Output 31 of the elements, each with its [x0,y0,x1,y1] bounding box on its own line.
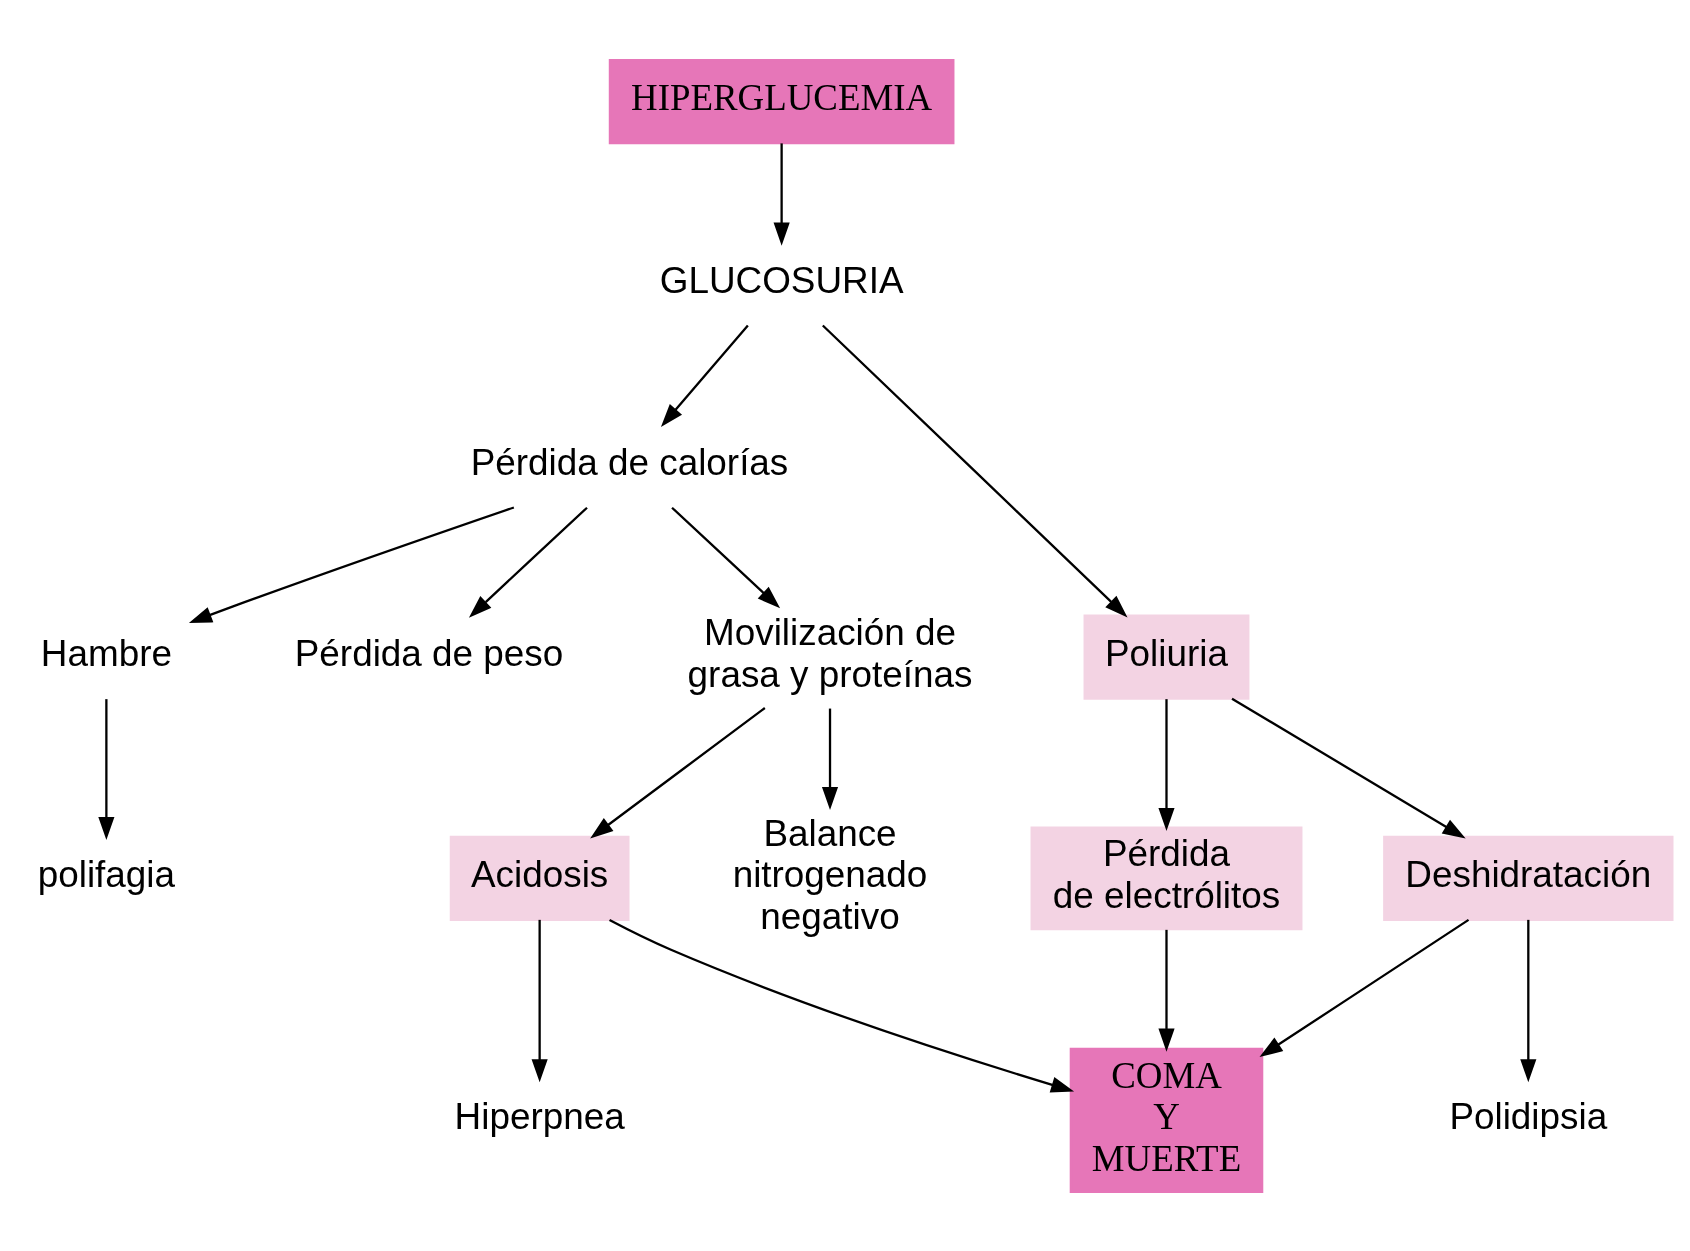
node-box: HIPERGLUCEMIA [608,58,955,144]
arrow [1259,918,1470,1057]
arrow [1231,697,1466,839]
arrow [1520,919,1537,1082]
arrow [188,505,515,623]
arrow [822,324,1128,617]
arrow [1158,929,1175,1052]
arrow [671,506,781,608]
node-box: Acidosis [449,835,630,921]
node-box: Poliuria [1083,614,1250,700]
node-box: Pérdida de electrólitos [1030,826,1303,930]
node-text: Movilización de grasa y proteínas [687,611,973,695]
node-text: Pérdida de calorías [470,441,789,483]
node-text: Hiperpnea [454,1095,625,1137]
node-text: Hambre [40,632,172,674]
arrow [1158,698,1175,831]
node-text: Pérdida de peso [294,632,564,674]
arrow [609,918,1075,1092]
node-text: polifagia [37,853,176,895]
arrow [773,142,790,246]
arrow [98,698,115,840]
node-text: Polidipsia [1449,1095,1608,1137]
arrow [590,706,766,838]
arrow [531,919,548,1082]
node-text: Balance nitrogenado negativo [732,812,928,937]
arrow [821,708,839,810]
arrow [660,324,749,427]
node-box: Deshidratación [1383,835,1674,921]
node-box: COMA Y MUERTE [1069,1047,1264,1193]
arrow [468,506,588,618]
node-text: GLUCOSURIA [659,259,904,301]
